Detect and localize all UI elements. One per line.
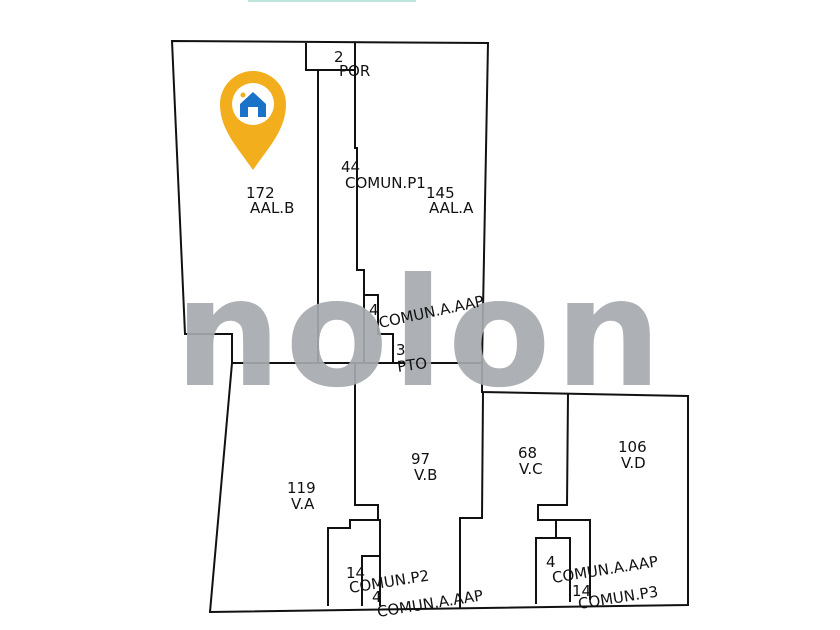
parcel-label-por: 2 POR [334, 48, 370, 80]
parcel-number: 2 [334, 48, 344, 66]
parcel-number: 4 [546, 553, 556, 571]
parcel-label-comun-p3: 14 COMUN.P3 [572, 582, 659, 613]
parcel-number: 106 [618, 438, 647, 456]
parcel-lines [170, 39, 689, 614]
parcel-number: 4 [372, 588, 382, 606]
parcel-number: 172 [246, 184, 275, 202]
parcel-number: 14 [346, 564, 365, 582]
parcel-label-aal-a: 145 AAL.A [426, 184, 474, 217]
parcel-use: AAL.B [250, 199, 294, 217]
parcel-number: 97 [411, 450, 430, 468]
parcel-number: 119 [287, 479, 316, 497]
parcel-label-comun-a-aap-3: 4 COMUN.A.AAP [546, 552, 659, 587]
watermark: nolon [174, 247, 665, 421]
parcel-label-comun-a-aap-2: 4 COMUN.A.AAP [372, 586, 484, 621]
parcel-use: V.B [414, 466, 437, 484]
parcel-use: V.A [291, 495, 315, 513]
parcel-use: POR [339, 62, 370, 80]
parcel-use: COMUN.P1 [345, 174, 426, 192]
parcel-label-aal-b: 172 AAL.B [246, 184, 294, 217]
parcel-use: COMUN.A.AAP [551, 552, 659, 587]
parcel-use: COMUN.A.AAP [376, 586, 484, 621]
parcel-label-pto: 3 PTO [396, 341, 428, 376]
parcel-label-v-a: 119 V.A [287, 479, 316, 513]
parcel-label-v-b: 97 V.B [411, 450, 437, 484]
parcel-use: V.C [519, 460, 543, 478]
parcel-number: 145 [426, 184, 455, 202]
parcel-label-v-d: 106 V.D [618, 438, 647, 472]
parcel-number: 3 [396, 341, 406, 359]
parcel-use: AAL.A [429, 199, 474, 217]
parcel-use: V.D [621, 454, 646, 472]
parcel-number: 44 [341, 158, 360, 176]
parcel-label-comun-p1: 44 COMUN.P1 [341, 158, 426, 192]
parcel-label-comun-p2: 14 COMUN.P2 [346, 564, 430, 597]
house-icon [240, 92, 266, 117]
parcel-use: PTO [396, 354, 428, 376]
home-pin-icon [220, 71, 286, 170]
parcel-number: 14 [572, 582, 591, 600]
parcel-label-v-c: 68 V.C [518, 444, 543, 478]
parcel-number: 4 [369, 301, 379, 319]
parcel-number: 68 [518, 444, 537, 462]
